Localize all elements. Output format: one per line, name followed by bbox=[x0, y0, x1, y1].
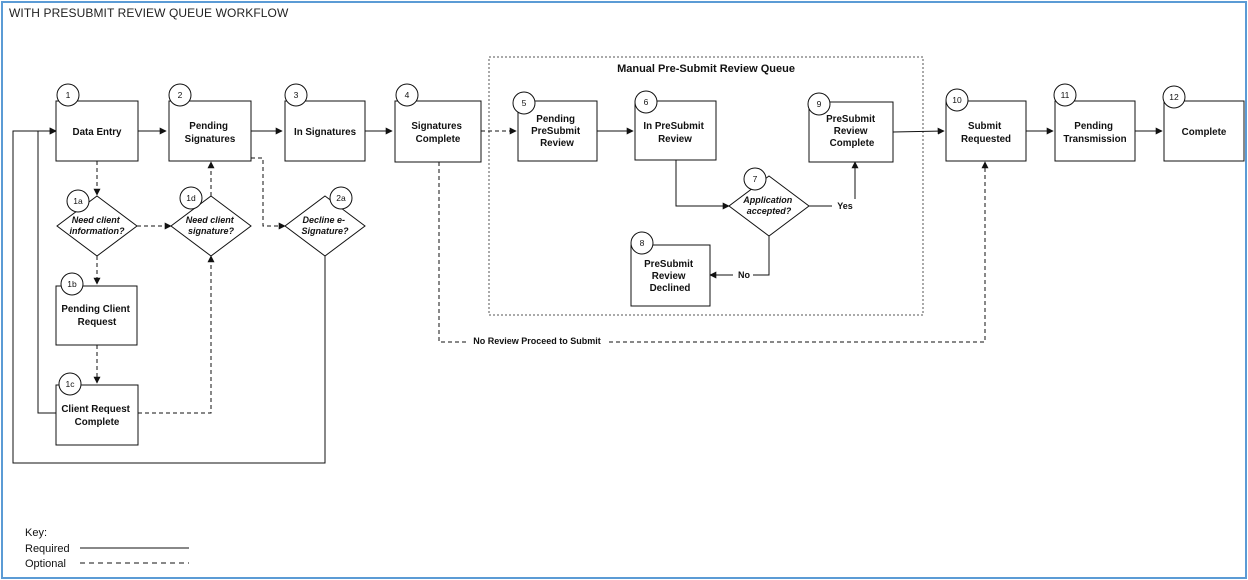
svg-text:2: 2 bbox=[178, 90, 183, 100]
svg-text:8: 8 bbox=[640, 238, 645, 248]
step-badge-1a: 1a bbox=[66, 189, 90, 213]
svg-text:In Signatures: In Signatures bbox=[294, 127, 357, 138]
legend: Key: Required Optional bbox=[25, 527, 189, 570]
step-badge-4: 4 bbox=[395, 83, 419, 107]
edge-label-no: No bbox=[738, 270, 750, 280]
step-badge-3: 3 bbox=[284, 83, 308, 107]
svg-text:12: 12 bbox=[1169, 92, 1179, 102]
svg-text:1a: 1a bbox=[73, 196, 83, 206]
svg-text:Application accepted?: Application accepted? bbox=[742, 195, 795, 216]
step-badge-12: 12 bbox=[1162, 85, 1186, 109]
svg-text:Complete: Complete bbox=[1182, 127, 1227, 138]
step-badge-7: 7 bbox=[743, 167, 767, 191]
process-step-1b: Pending Client Request bbox=[55, 285, 138, 346]
step-badge-5: 5 bbox=[512, 91, 536, 115]
step-badge-1d: 1d bbox=[179, 186, 203, 210]
svg-text:Data Entry: Data Entry bbox=[73, 127, 123, 138]
process-step-3: In Signatures bbox=[284, 100, 366, 162]
edge-label-no-review: No Review Proceed to Submit bbox=[473, 336, 601, 346]
process-step-11: Pending Transmission bbox=[1054, 100, 1136, 162]
svg-text:1: 1 bbox=[66, 90, 71, 100]
svg-text:Signatures Complete: Signatures Complete bbox=[411, 121, 464, 145]
step-badge-6: 6 bbox=[634, 90, 658, 114]
svg-text:Pending PreSubmit: Pending PreSubmit Review bbox=[531, 114, 583, 149]
decision-1d: Need client signature? bbox=[170, 195, 252, 257]
svg-text:5: 5 bbox=[522, 98, 527, 108]
legend-required-label: Required bbox=[25, 543, 70, 555]
legend-optional-label: Optional bbox=[25, 558, 66, 570]
review-queue-container bbox=[488, 56, 924, 316]
edge-9-10 bbox=[892, 127, 945, 135]
svg-text:1d: 1d bbox=[186, 193, 196, 203]
step-badge-1c: 1c bbox=[58, 372, 82, 396]
svg-text:Decline e- Signature?: Decline e- Signature? bbox=[301, 215, 349, 236]
step-badge-1: 1 bbox=[56, 83, 80, 107]
svg-text:2a: 2a bbox=[336, 193, 346, 203]
svg-text:1b: 1b bbox=[67, 279, 77, 289]
process-step-12: Complete bbox=[1163, 100, 1245, 162]
legend-title: Key: bbox=[25, 527, 47, 539]
edge-1c-1d bbox=[138, 255, 215, 414]
svg-text:1c: 1c bbox=[66, 379, 76, 389]
edge-7-8-no bbox=[709, 236, 770, 279]
decision-7: Application accepted? bbox=[728, 175, 810, 237]
svg-text:7: 7 bbox=[753, 174, 758, 184]
step-badge-11: 11 bbox=[1053, 83, 1077, 107]
svg-text:4: 4 bbox=[405, 90, 410, 100]
edge-4-10-no-review bbox=[438, 161, 989, 343]
svg-text:Submit Requested: Submit Requested bbox=[961, 121, 1011, 145]
edge-label-yes: Yes bbox=[837, 201, 853, 211]
step-badge-2: 2 bbox=[168, 83, 192, 107]
svg-text:PreSubmit Review D: PreSubmit Review Declined bbox=[644, 259, 696, 294]
decision-2a: Decline e- Signature? bbox=[284, 195, 366, 257]
step-badge-10: 10 bbox=[945, 88, 969, 112]
svg-text:In PreSubmit Review: In PreSubmit Review bbox=[643, 121, 706, 145]
svg-text:11: 11 bbox=[1061, 90, 1070, 100]
process-step-8: PreSubmit Review Declined bbox=[630, 244, 711, 307]
svg-text:9: 9 bbox=[817, 99, 822, 109]
process-step-1: Data Entry bbox=[55, 100, 139, 162]
svg-text:Need client information?: Need client information? bbox=[70, 215, 125, 236]
optional-connectors bbox=[93, 127, 989, 414]
step-badge-2a: 2a bbox=[329, 186, 353, 210]
svg-text:Pending Transmission: Pending Transmission bbox=[1063, 121, 1126, 145]
svg-text:PreSubmit Review C: PreSubmit Review Complete bbox=[826, 114, 878, 149]
process-step-2: Pending Signatures bbox=[168, 100, 252, 162]
svg-text:6: 6 bbox=[644, 97, 649, 107]
review-queue-title: Manual Pre-Submit Review Queue bbox=[617, 63, 795, 75]
edge-2a-1 bbox=[12, 127, 326, 464]
svg-text:Pending Signatures: Pending Signatures bbox=[185, 121, 236, 145]
svg-text:10: 10 bbox=[952, 95, 962, 105]
svg-text:3: 3 bbox=[294, 90, 299, 100]
svg-text:Pending Client Request: Pending Client Request bbox=[61, 304, 132, 328]
step-badge-9: 9 bbox=[807, 92, 831, 116]
edge-6-7 bbox=[675, 160, 730, 210]
required-connectors bbox=[12, 127, 1163, 464]
page-title: WITH PRESUBMIT REVIEW QUEUE WORKFLOW bbox=[9, 6, 289, 20]
step-number-circles: 1 2 3 4 5 6 7 8 9 10 11 12 1a 1b 1c 1d 2… bbox=[56, 83, 1186, 396]
svg-text:Client Request Complete: Client Request Complete bbox=[61, 404, 132, 428]
step-badge-8: 8 bbox=[630, 231, 654, 255]
step-badge-1b: 1b bbox=[60, 272, 84, 296]
svg-text:Need client signature?: Need client signature? bbox=[186, 215, 237, 236]
edge-1c-1 bbox=[37, 127, 57, 414]
edge-2-2a bbox=[251, 157, 286, 230]
process-step-4: Signatures Complete bbox=[394, 100, 482, 163]
